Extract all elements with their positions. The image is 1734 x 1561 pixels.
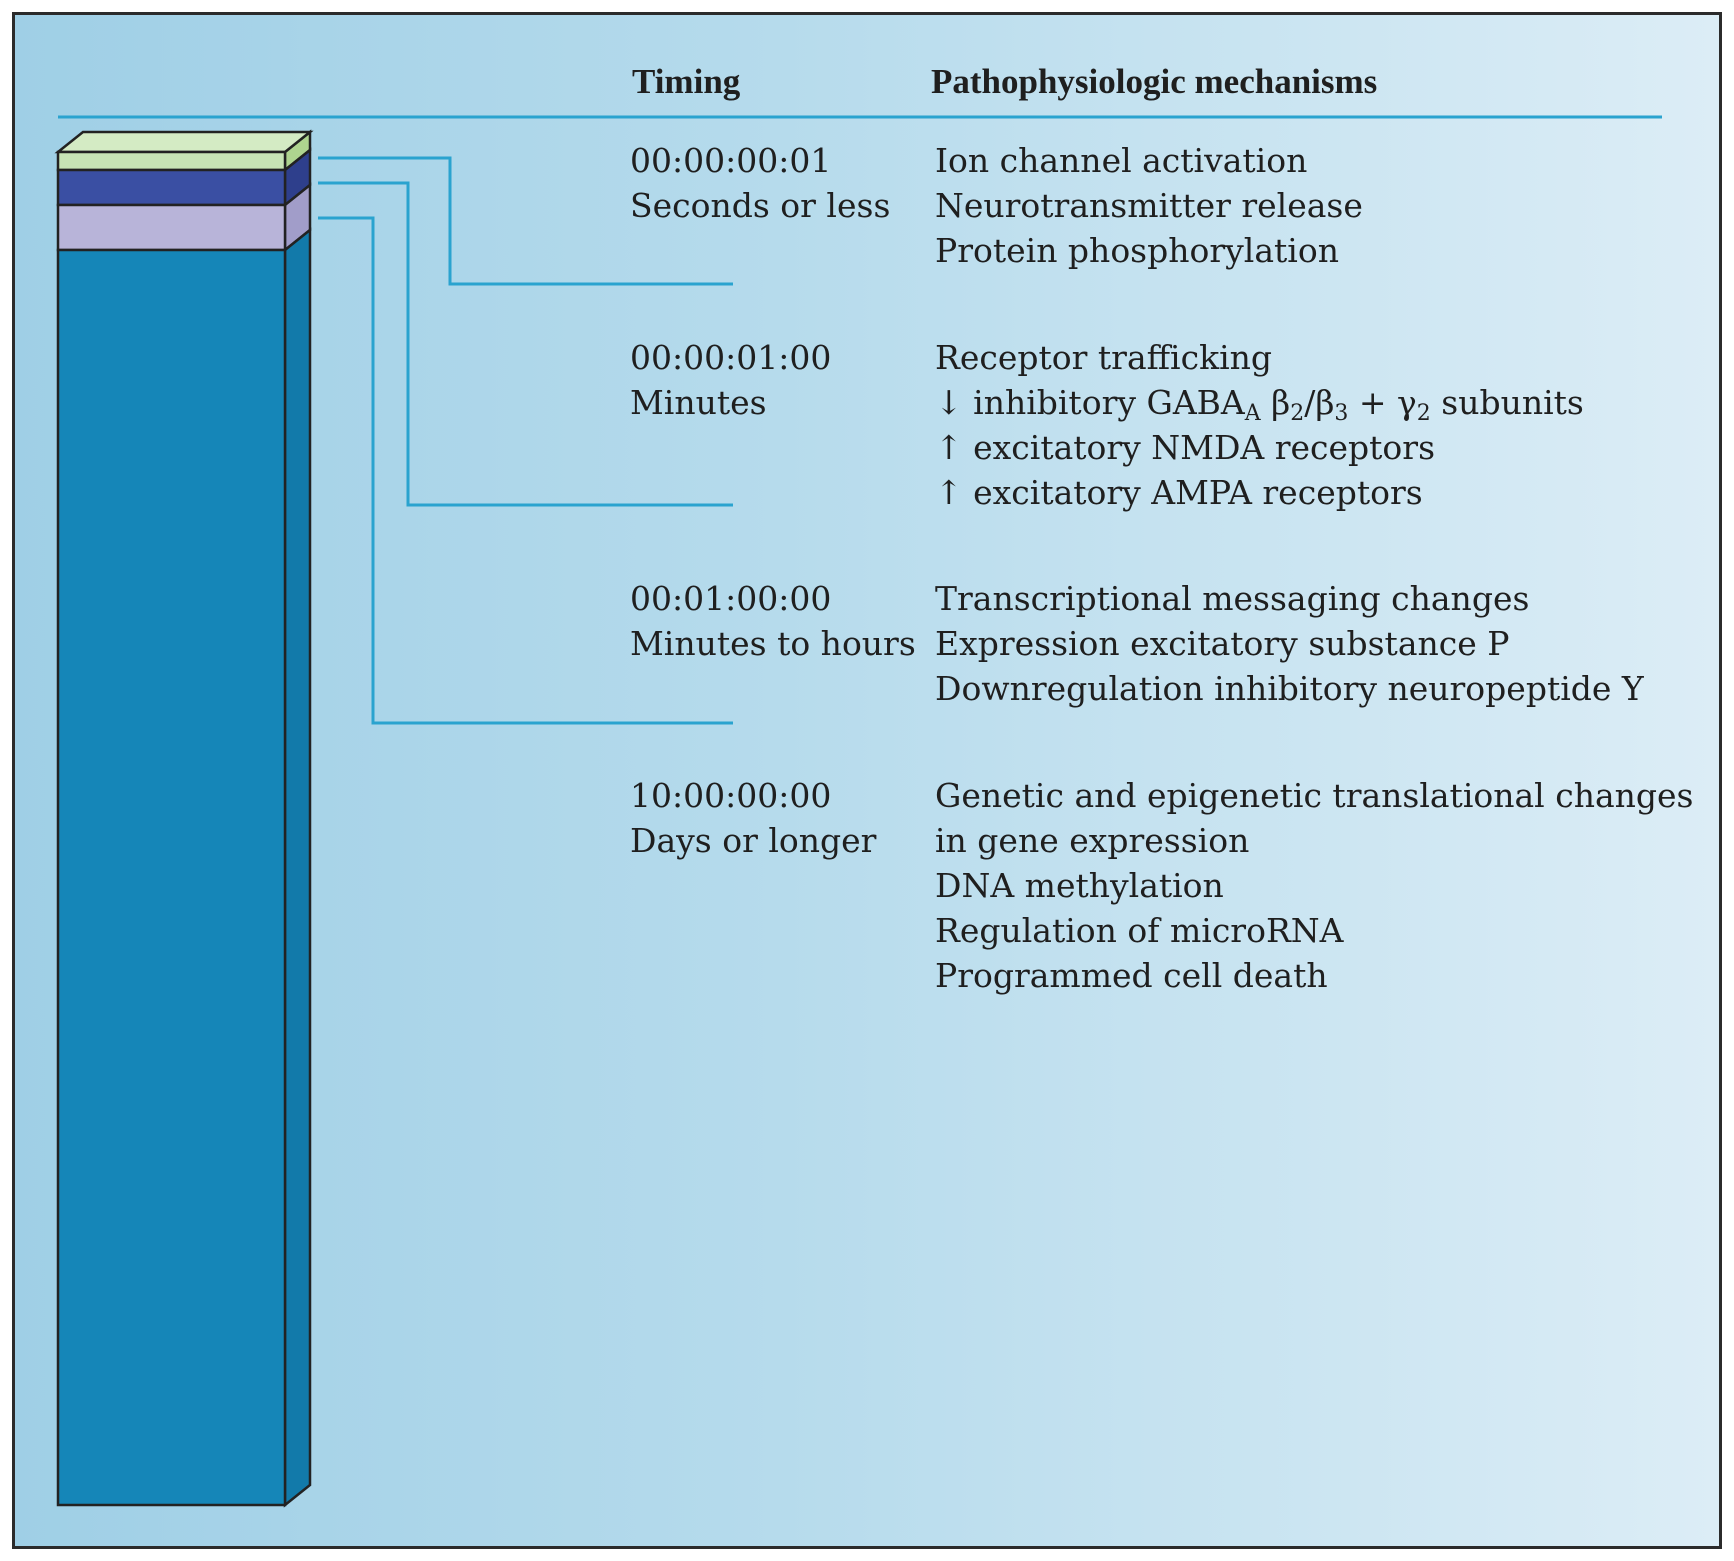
gaba-beta: β: [1260, 383, 1291, 422]
gaba-sub-2: 2: [1290, 401, 1305, 426]
timing-header: Timing: [632, 62, 741, 101]
row-2-mechanisms: Receptor trafficking ↓ inhibitory GABAA …: [935, 335, 1584, 515]
row-2-timing: 00:00:01:00 Minutes: [630, 335, 831, 425]
mechanism-item: Programmed cell death: [935, 956, 1328, 995]
row-1-timecode: 00:00:00:01: [630, 141, 832, 180]
gaba-sub-a: A: [1244, 401, 1261, 426]
connector-line-2: [318, 181, 733, 507]
row-3-timecode: 00:01:00:00: [630, 579, 832, 618]
row-3-duration: Minutes to hours: [630, 624, 916, 663]
row-4-timing: 10:00:00:00 Days or longer: [630, 773, 876, 863]
column-side-seg4: [283, 227, 312, 1508]
column-top-face: [54, 130, 314, 154]
mechanism-item: Downregulation inhibitory neuropeptide Y: [935, 669, 1644, 708]
row-3-timing: 00:01:00:00 Minutes to hours: [630, 576, 916, 666]
gaba-sub-g2: 2: [1416, 401, 1431, 426]
mechanism-item: Transcriptional messaging changes: [935, 579, 1530, 618]
row-3-mechanisms: Transcriptional messaging changes Expres…: [935, 576, 1644, 711]
mechanism-item: Receptor trafficking: [935, 338, 1273, 377]
row-1-duration: Seconds or less: [630, 186, 891, 225]
mechanism-item: Regulation of microRNA: [935, 911, 1344, 950]
row-1-timing: 00:00:00:01 Seconds or less: [630, 138, 890, 228]
column-segment-3: [56, 203, 287, 252]
mechanism-item: Neurotransmitter release: [935, 186, 1363, 225]
mechanism-item: ↑ excitatory NMDA receptors: [935, 428, 1436, 467]
mechanism-item: Expression excitatory substance P: [935, 624, 1510, 663]
mechanisms-header: Pathophysiologic mechanisms: [931, 62, 1378, 101]
row-1-mechanisms: Ion channel activation Neurotransmitter …: [935, 138, 1363, 273]
column-segment-1: [56, 150, 287, 172]
row-4-mechanisms: Genetic and epigenetic translational cha…: [935, 773, 1693, 998]
row-2-timecode: 00:00:01:00: [630, 338, 832, 377]
column-segment-2: [56, 168, 287, 207]
column-segment-4: [56, 248, 287, 1507]
mechanism-item-gaba: ↓ inhibitory GABAA β2/β3 + γ2 subunits: [935, 380, 1584, 425]
connector-line-3: [318, 216, 733, 725]
mechanism-item: in gene expression: [935, 821, 1250, 860]
row-4-timecode: 10:00:00:00: [630, 776, 832, 815]
mechanism-item: DNA methylation: [935, 866, 1224, 905]
gaba-prefix: ↓ inhibitory GABA: [935, 383, 1245, 422]
gaba-suffix: subunits: [1430, 383, 1584, 422]
mechanism-item: Ion channel activation: [935, 141, 1308, 180]
row-4-duration: Days or longer: [630, 821, 877, 860]
mechanism-item: Genetic and epigenetic translational cha…: [935, 776, 1694, 815]
row-2-duration: Minutes: [630, 383, 767, 422]
connector-line-1: [318, 156, 733, 286]
gaba-slash-beta: /β: [1304, 383, 1335, 422]
gaba-plus-gamma: + γ: [1348, 383, 1417, 422]
gaba-sub-3: 3: [1334, 401, 1349, 426]
mechanism-item: Protein phosphorylation: [935, 231, 1339, 270]
mechanism-item: ↑ excitatory AMPA receptors: [935, 473, 1423, 512]
